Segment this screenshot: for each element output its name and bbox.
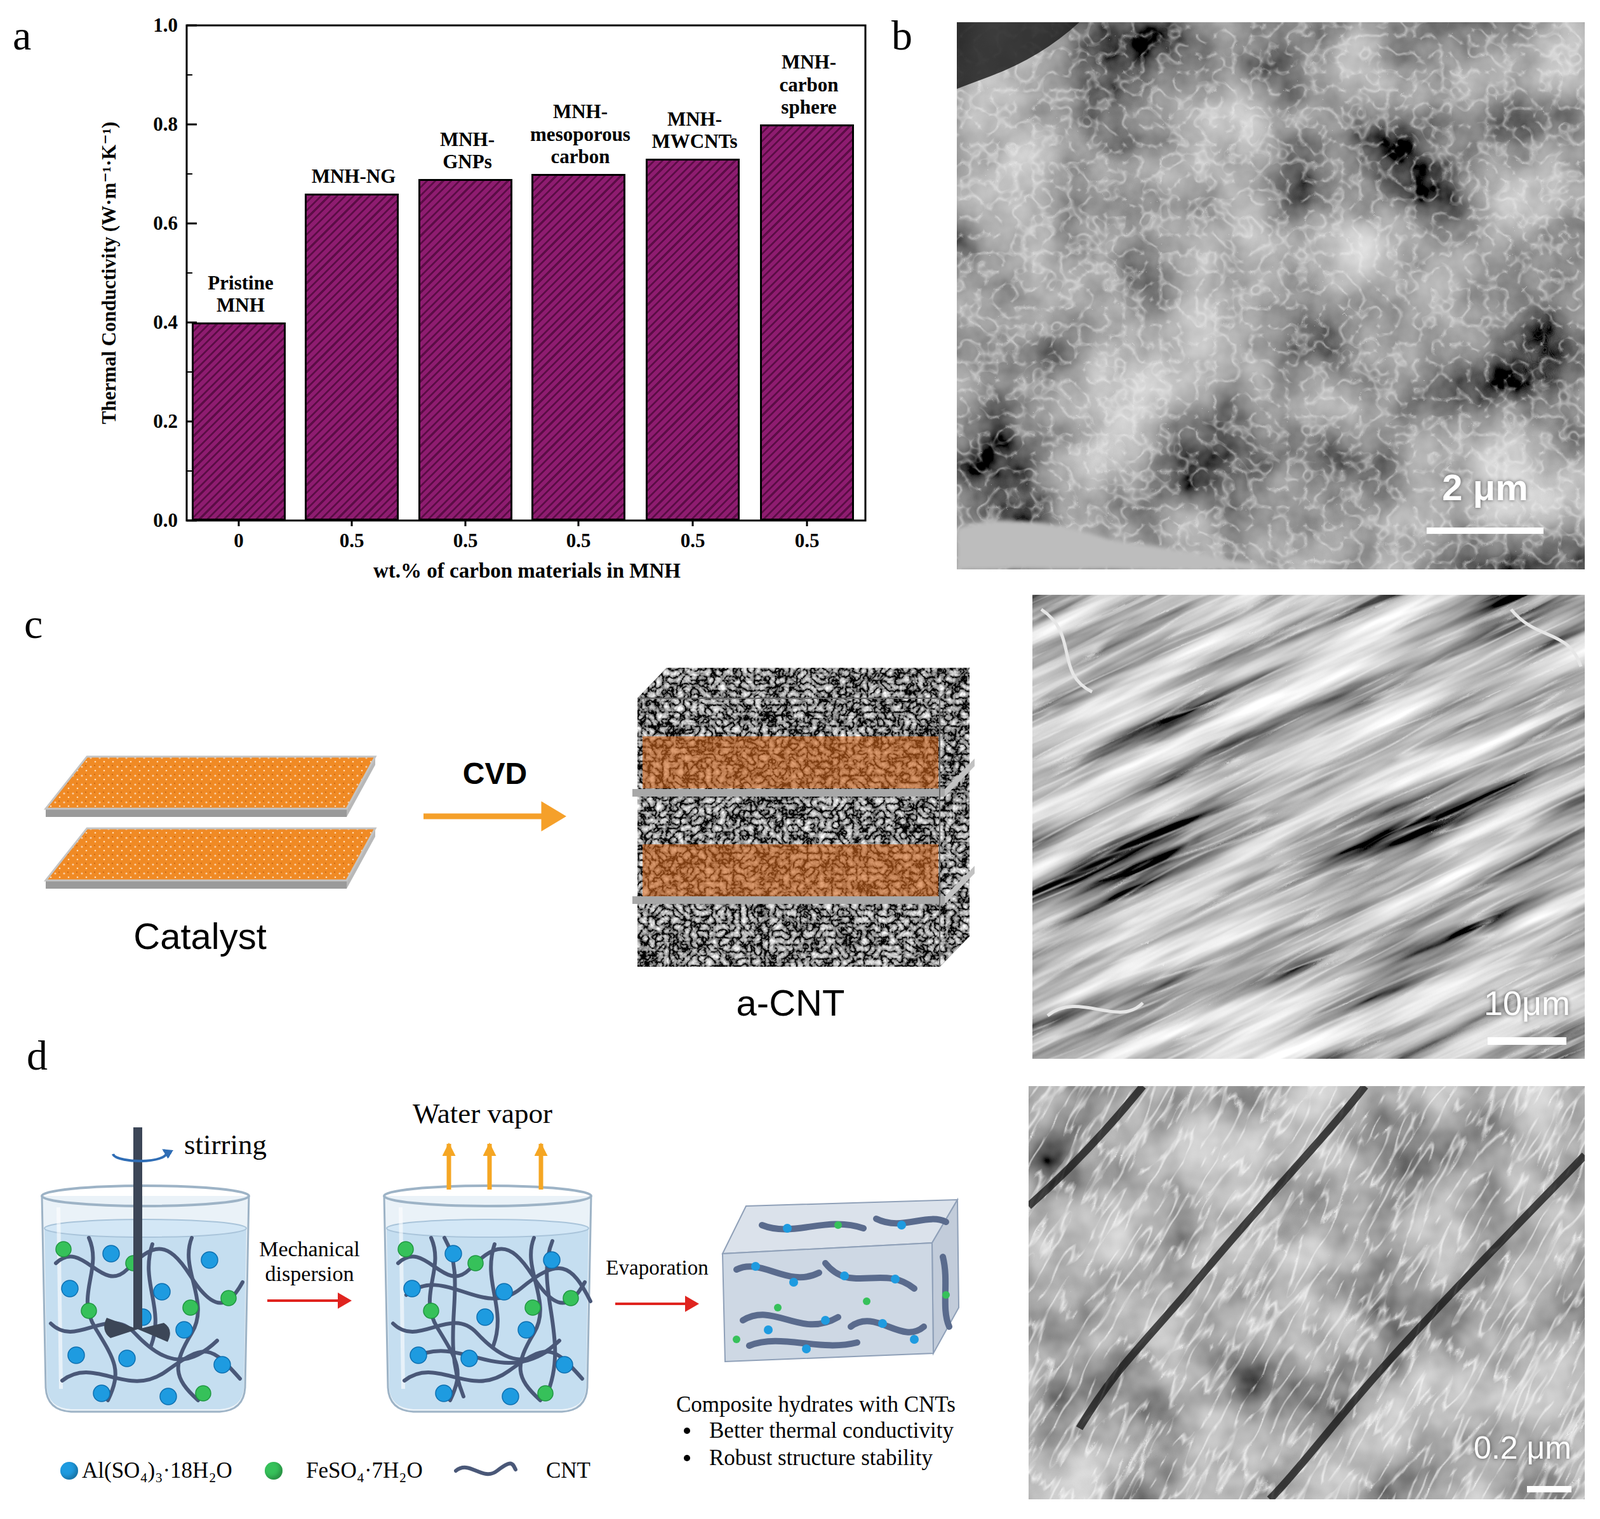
bar-label: MNH- MWCNTs (643, 107, 746, 154)
process-arrow (267, 1292, 352, 1310)
legend-swatch (60, 1462, 79, 1480)
scale-bar-label: 10μm (1483, 983, 1571, 1023)
sem-image (956, 22, 1585, 570)
bullet-dot (683, 1427, 691, 1435)
tick-label: 0.0 (153, 509, 178, 533)
tick-label: 0.5 (453, 529, 479, 553)
node-text: stirring (184, 1128, 267, 1162)
acnt-block (632, 667, 975, 967)
process-arrow (615, 1295, 700, 1313)
arrow-head (685, 1295, 700, 1313)
bar-label: MNH- mesoporous carbon (521, 100, 640, 169)
node-text: Water vapor (412, 1097, 553, 1131)
tick-label: 0.5 (339, 529, 365, 553)
tick-label: 0.5 (566, 529, 592, 553)
bar-label: MNH- GNPs (432, 128, 503, 174)
sem-image (1032, 594, 1585, 1060)
beaker (384, 1144, 592, 1413)
arrow-shaft (267, 1299, 341, 1303)
bar-label: Pristine MNH (193, 271, 289, 317)
node-text: Composite hydrates with CNTs (676, 1392, 956, 1418)
scale-bar (1426, 527, 1544, 534)
tick-label: 0.8 (153, 113, 178, 136)
edge-label: Mechanical dispersion (249, 1236, 371, 1287)
process-arrow (423, 801, 567, 832)
panel-letter: b (891, 11, 913, 60)
catalyst-plates (45, 756, 376, 889)
axis-title: Thermal Conductivity (W·m⁻¹·K⁻¹) (97, 121, 121, 425)
sem-image (1028, 1086, 1585, 1500)
node-text: a-CNT (736, 982, 846, 1025)
bar: MNH- GNPs (418, 179, 513, 521)
acnt-block: a-CNT (637, 667, 970, 967)
tick-label: 1.0 (153, 13, 178, 37)
chart-axes (186, 25, 866, 527)
bar-label: MNH- carbon sphere (767, 50, 851, 119)
arrow-shaft (423, 813, 547, 820)
legend-text: FeSO₄·7H₂O (306, 1458, 423, 1484)
composite-block (722, 1200, 959, 1362)
arrow-head (541, 801, 567, 832)
bar: MNH- carbon sphere (760, 124, 854, 521)
bar-label: MNH-NG (302, 165, 405, 188)
scale-bar (1487, 1037, 1567, 1046)
node-text: Better thermal conductivity (709, 1418, 954, 1444)
legend-text: Al(SO₄)₃·18H₂O (81, 1458, 233, 1484)
tick-label: 0.2 (153, 410, 178, 434)
scale-bar (1526, 1486, 1572, 1493)
beaker: Water vapor (377, 1183, 602, 1414)
edge-label: CVD (462, 756, 527, 792)
beaker: stirring (35, 1183, 256, 1414)
bar: MNH-NG (304, 193, 399, 521)
legend-line-sample (453, 1458, 518, 1484)
bar: Pristine MNH (191, 322, 286, 521)
cnt-sample (455, 1463, 516, 1475)
arrow-shaft (615, 1302, 688, 1306)
composite-block: Composite hydrates with CNTsBetter therm… (719, 1198, 960, 1362)
tick-label: 0.4 (153, 311, 178, 334)
node-text: Robust structure stability (709, 1445, 933, 1471)
tick-label: 0.5 (680, 529, 706, 553)
arrow-head (337, 1292, 352, 1310)
scale-bar-label: 2 μm (1441, 466, 1528, 510)
tick-label: 0.5 (794, 529, 820, 553)
bullet-item: Better thermal conductivity (676, 1418, 954, 1444)
edge-label: Evaporation (605, 1256, 708, 1281)
axis-title: wt.% of carbon materials in MNH (373, 559, 681, 584)
bar: MNH- mesoporous carbon (531, 173, 626, 521)
panel-letter: d (26, 1031, 48, 1080)
tick-label: 0.6 (153, 212, 178, 235)
beaker (41, 1127, 249, 1413)
catalyst-plates: Catalyst (45, 754, 378, 889)
bullet-item: Robust structure stability (676, 1445, 933, 1472)
legend-swatch (264, 1462, 283, 1480)
panel-letter: a (12, 11, 32, 60)
node-text: Catalyst (133, 915, 267, 959)
bullet-dot (683, 1455, 691, 1462)
bar: MNH- MWCNTs (645, 158, 740, 521)
scale-bar-label: 0.2 μm (1473, 1430, 1572, 1468)
tick-label: 0 (233, 529, 244, 553)
panel-letter: c (24, 600, 43, 649)
legend-text: CNT (546, 1458, 591, 1484)
